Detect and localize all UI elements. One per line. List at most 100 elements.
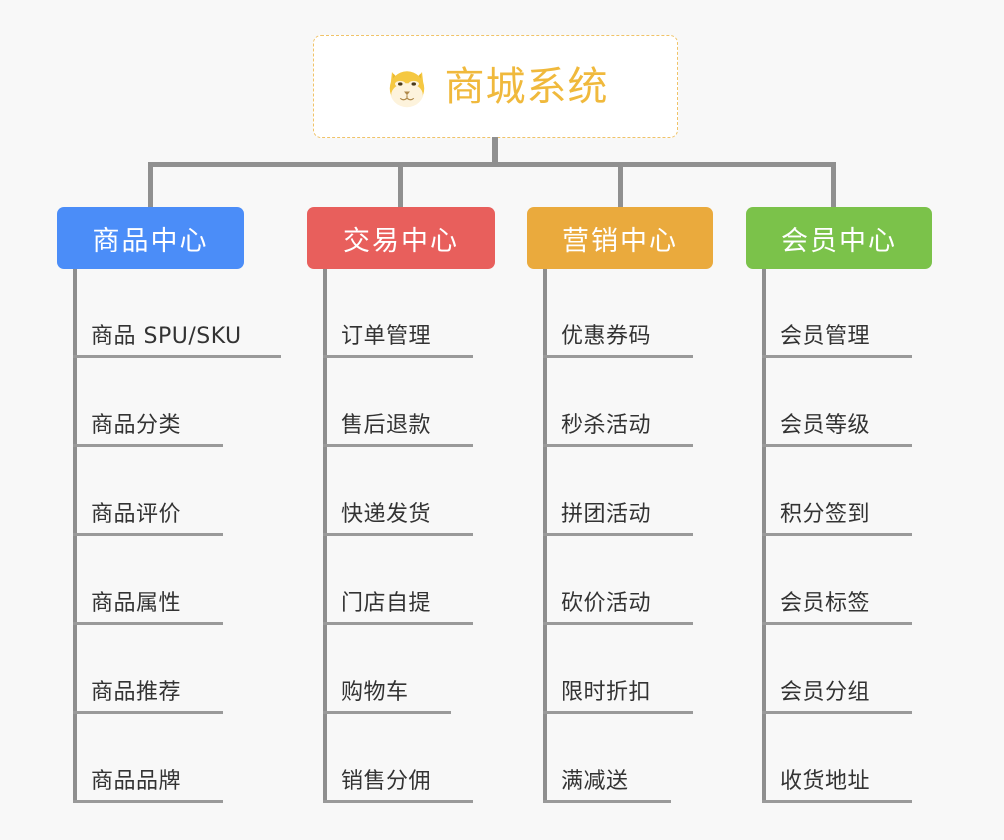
leaf-item[interactable]: 优惠券码: [527, 269, 757, 358]
leaf-label: 商品推荐: [91, 680, 182, 705]
leaf-item[interactable]: 拼团活动: [527, 447, 757, 536]
leaf-underline: [73, 711, 223, 714]
leaf-underline: [323, 800, 473, 803]
leaf-underline: [73, 533, 223, 536]
dog-face-icon: [389, 70, 424, 107]
leaf-item[interactable]: 门店自提: [307, 536, 537, 625]
branch-header-label: 营销中心: [562, 225, 678, 257]
branch-header-4[interactable]: 会员中心: [746, 207, 932, 269]
leaf-item[interactable]: 秒杀活动: [527, 358, 757, 447]
leaf-item[interactable]: 砍价活动: [527, 536, 757, 625]
connector-drop-3: [618, 162, 623, 208]
leaf-item[interactable]: 限时折扣: [527, 625, 757, 714]
leaf-label: 会员管理: [780, 324, 871, 349]
branch-header-3[interactable]: 营销中心: [527, 207, 713, 269]
branch-spine-4: [762, 269, 766, 803]
leaf-label: 满减送: [561, 769, 629, 794]
leaf-underline: [543, 444, 693, 447]
leaf-item[interactable]: 订单管理: [307, 269, 537, 358]
leaf-label: 砍价活动: [561, 591, 652, 616]
leaf-label: 收货地址: [780, 769, 871, 794]
leaf-item[interactable]: 会员等级: [746, 358, 976, 447]
leaf-label: 门店自提: [341, 591, 432, 616]
leaf-label: 会员分组: [780, 680, 871, 705]
leaf-item[interactable]: 会员分组: [746, 625, 976, 714]
leaf-underline: [762, 444, 912, 447]
connector-drop-2: [398, 162, 403, 208]
leaf-item[interactable]: 积分签到: [746, 447, 976, 536]
leaf-label: 优惠券码: [561, 324, 652, 349]
leaf-item[interactable]: 销售分佣: [307, 714, 537, 803]
leaf-label: 商品评价: [91, 502, 182, 527]
branch-header-label: 会员中心: [781, 225, 897, 257]
leaf-item[interactable]: 商品属性: [57, 536, 287, 625]
leaf-label: 拼团活动: [561, 502, 652, 527]
leaf-underline: [323, 711, 451, 714]
leaf-label: 商品 SPU/SKU: [91, 324, 242, 349]
leaf-item[interactable]: 会员管理: [746, 269, 976, 358]
leaf-item[interactable]: 收货地址: [746, 714, 976, 803]
leaf-underline: [323, 533, 473, 536]
leaf-label: 快递发货: [341, 502, 432, 527]
leaf-underline: [73, 355, 281, 358]
branch-column-4: 会员中心 会员管理 会员等级 积分签到 会员标签 会员分组: [746, 207, 976, 803]
leaf-underline: [73, 800, 223, 803]
root-label: 商城系统: [444, 63, 609, 110]
leaf-underline: [762, 355, 912, 358]
leaf-list-1: 商品 SPU/SKU 商品分类 商品评价 商品属性 商品推荐 商品品牌: [57, 269, 287, 803]
connector-horizontal-bar: [148, 162, 836, 167]
connector-drop-1: [148, 162, 153, 208]
leaf-list-2: 订单管理 售后退款 快递发货 门店自提 购物车 销售分佣: [307, 269, 537, 803]
leaf-underline: [543, 355, 693, 358]
leaf-underline: [543, 533, 693, 536]
leaf-list-4: 会员管理 会员等级 积分签到 会员标签 会员分组 收货地址: [746, 269, 976, 803]
branch-header-2[interactable]: 交易中心: [307, 207, 495, 269]
leaf-underline: [323, 355, 473, 358]
branch-header-1[interactable]: 商品中心: [57, 207, 244, 269]
branch-spine-1: [73, 269, 77, 803]
leaf-label: 商品分类: [91, 413, 182, 438]
leaf-underline: [762, 711, 912, 714]
leaf-label: 订单管理: [341, 324, 432, 349]
leaf-underline: [762, 622, 912, 625]
leaf-label: 商品属性: [91, 591, 182, 616]
connector-drop-4: [831, 162, 836, 208]
branch-spine-2: [323, 269, 327, 803]
leaf-item[interactable]: 商品评价: [57, 447, 287, 536]
leaf-list-3: 优惠券码 秒杀活动 拼团活动 砍价活动 限时折扣 满减送: [527, 269, 757, 803]
leaf-label: 售后退款: [341, 413, 432, 438]
leaf-item[interactable]: 售后退款: [307, 358, 537, 447]
leaf-item[interactable]: 会员标签: [746, 536, 976, 625]
leaf-underline: [73, 444, 223, 447]
leaf-label: 会员标签: [780, 591, 871, 616]
branch-header-label: 交易中心: [343, 225, 459, 257]
leaf-label: 购物车: [341, 680, 409, 705]
leaf-underline: [543, 800, 671, 803]
leaf-item[interactable]: 满减送: [527, 714, 757, 803]
leaf-item[interactable]: 快递发货: [307, 447, 537, 536]
root-node[interactable]: 商城系统: [313, 35, 678, 138]
leaf-underline: [73, 622, 223, 625]
leaf-item[interactable]: 商品品牌: [57, 714, 287, 803]
leaf-label: 商品品牌: [91, 769, 182, 794]
leaf-label: 积分签到: [780, 502, 871, 527]
leaf-label: 会员等级: [780, 413, 871, 438]
leaf-label: 秒杀活动: [561, 413, 652, 438]
leaf-label: 销售分佣: [341, 769, 432, 794]
leaf-label: 限时折扣: [561, 680, 652, 705]
leaf-item[interactable]: 商品分类: [57, 358, 287, 447]
leaf-item[interactable]: 购物车: [307, 625, 537, 714]
leaf-underline: [762, 800, 912, 803]
leaf-underline: [543, 711, 693, 714]
leaf-item[interactable]: 商品推荐: [57, 625, 287, 714]
branch-column-1: 商品中心 商品 SPU/SKU 商品分类 商品评价 商品属性 商品推荐: [57, 207, 287, 803]
leaf-item[interactable]: 商品 SPU/SKU: [57, 269, 287, 358]
branch-column-3: 营销中心 优惠券码 秒杀活动 拼团活动 砍价活动 限时折扣: [527, 207, 757, 803]
branch-column-2: 交易中心 订单管理 售后退款 快递发货 门店自提 购物车: [307, 207, 537, 803]
leaf-underline: [323, 444, 473, 447]
branch-header-label: 商品中心: [92, 225, 209, 257]
branch-spine-3: [543, 269, 547, 803]
leaf-underline: [323, 622, 473, 625]
connector-root-stem: [492, 137, 498, 165]
